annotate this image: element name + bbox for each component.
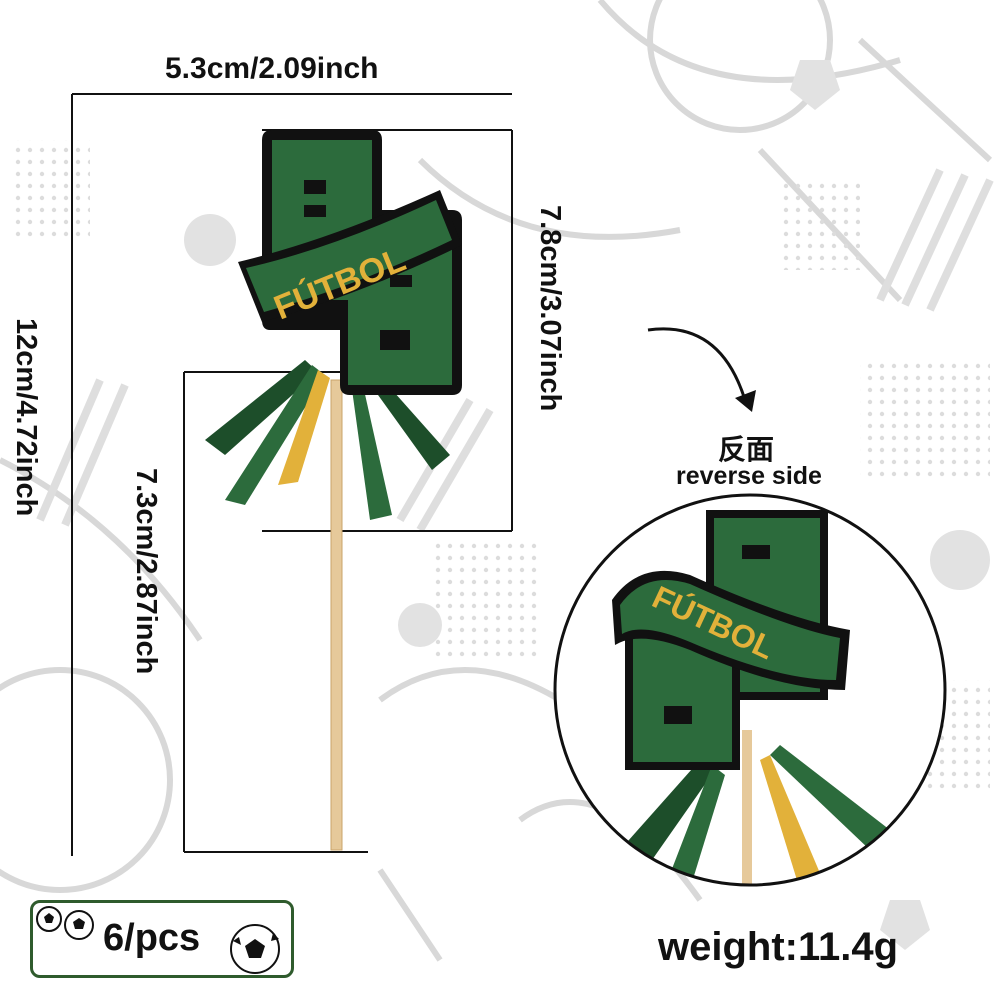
reverse-side-label-en: reverse side [676, 462, 822, 490]
quantity-label: 6/pcs [103, 917, 201, 959]
total-height-dimension-label: 12cm/4.72inch [10, 318, 42, 517]
width-dimension-label: 5.3cm/2.09inch [165, 52, 379, 85]
quantity-badge: 6/pcs [30, 900, 294, 978]
wooden-stick [330, 379, 343, 851]
arrow-icon [647, 327, 747, 401]
soccer-ball-icon [230, 924, 280, 974]
soccer-ball-icon [36, 906, 94, 940]
stick-height-dimension-label: 7.3cm/2.87inch [130, 468, 162, 675]
weight-label: weight:11.4g [658, 925, 899, 969]
card-height-dimension-label: 7.8cm/3.07inch [534, 205, 566, 412]
reverse-side-label-cn: 反面 [718, 433, 775, 466]
